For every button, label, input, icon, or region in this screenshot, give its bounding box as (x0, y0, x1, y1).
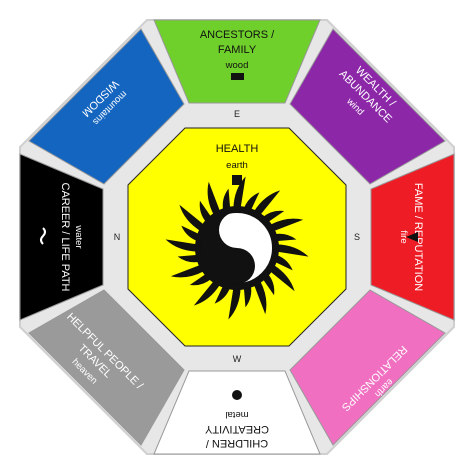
sun-ray (276, 244, 309, 257)
sun-ray (274, 233, 297, 242)
sun-ray (274, 254, 293, 271)
sun-ray (181, 225, 200, 242)
career-line1: CAREER / LIFE PATH (59, 182, 71, 291)
sun-ray (179, 204, 205, 232)
sun-ray (214, 285, 231, 304)
triangle-icon (406, 232, 418, 242)
sun-ray (228, 287, 241, 320)
sun-ray (243, 285, 252, 308)
children-element: metal (225, 409, 248, 420)
square-icon (232, 175, 242, 185)
sun-ray (262, 210, 285, 223)
sector-helpful-people-travel (28, 289, 185, 446)
sun-ray (222, 188, 231, 211)
ancestors-line1: ANCESTORS / (200, 29, 275, 41)
sun-ray (269, 218, 304, 232)
sun-ray (170, 264, 205, 278)
sun-ray (207, 181, 221, 216)
direction-left: N (114, 232, 121, 242)
sun-ray (193, 280, 221, 306)
sun-ray (243, 192, 260, 211)
sector-wealth-abundance (289, 28, 446, 185)
direction-right: S (354, 232, 360, 242)
center-element: earth (226, 160, 248, 171)
sun-ray (199, 200, 212, 223)
sun-ray (177, 254, 200, 263)
ancestors-line2: FAMILY (218, 44, 257, 56)
direction-bottom: W (233, 354, 242, 364)
sector-career-life-path (19, 153, 104, 321)
children-label-group: metal CREATIVITY CHILDREN / (204, 409, 269, 449)
wave-icon (40, 227, 46, 245)
circle-icon (232, 390, 242, 400)
children-line1: CHILDREN / (205, 437, 268, 449)
sector-relationships (289, 289, 446, 446)
children-line2: CREATIVITY (204, 423, 269, 435)
sun-ray (165, 239, 198, 252)
ancestors-label-group: ANCESTORS / FAMILY wood (200, 29, 275, 80)
sun-ray (189, 273, 212, 286)
sector-ancestors-family (153, 19, 321, 104)
sun-ray (269, 264, 295, 292)
sun-ray (262, 273, 275, 296)
ancestors-element: wood (225, 60, 249, 71)
yin-yang-icon (200, 211, 274, 285)
fame-element: fire (398, 230, 409, 243)
sector-wisdom (28, 28, 185, 185)
sun-ray (233, 176, 246, 209)
center-title: HEALTH (216, 143, 259, 155)
rectangle-icon (231, 73, 244, 80)
sector-children-creativity (153, 370, 321, 455)
career-element: water (73, 224, 84, 248)
career-label-group: CAREER / LIFE PATH water (59, 182, 84, 291)
sun-ray (253, 280, 267, 315)
direction-top: E (234, 109, 240, 119)
sun-ray (253, 190, 281, 216)
